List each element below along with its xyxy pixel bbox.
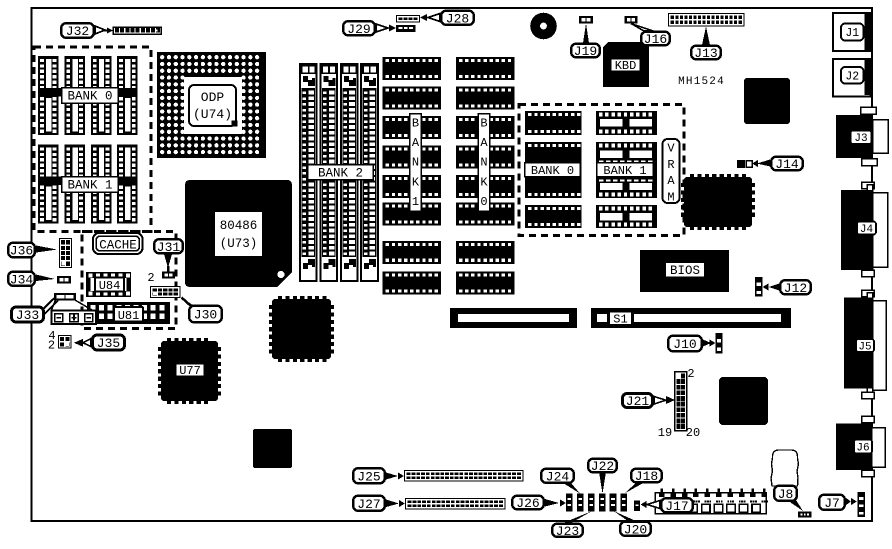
- svg-text:J17: J17: [665, 499, 688, 514]
- svg-text:J10: J10: [673, 337, 696, 352]
- svg-text:U84: U84: [99, 279, 121, 293]
- svg-text:J34: J34: [10, 272, 34, 287]
- svg-text:BANK 1: BANK 1: [67, 179, 112, 193]
- svg-text:(U73): (U73): [220, 237, 258, 251]
- svg-text:J31: J31: [157, 240, 181, 255]
- svg-text:MH1524: MH1524: [678, 76, 725, 88]
- svg-text:J3: J3: [854, 133, 867, 145]
- svg-text:S1: S1: [613, 313, 627, 327]
- svg-text:J6: J6: [856, 442, 869, 454]
- svg-text:J33: J33: [16, 308, 39, 323]
- svg-text:K: K: [412, 175, 420, 189]
- svg-text:J35: J35: [97, 336, 120, 351]
- svg-text:CACHE: CACHE: [99, 239, 137, 253]
- svg-text:J7: J7: [824, 496, 840, 511]
- svg-text:J20: J20: [624, 522, 647, 537]
- svg-text:2: 2: [147, 271, 154, 285]
- svg-text:19: 19: [658, 426, 672, 440]
- svg-text:2: 2: [48, 339, 55, 353]
- svg-text:J32: J32: [66, 24, 89, 39]
- svg-text:J16: J16: [644, 32, 667, 47]
- svg-text:0: 0: [480, 195, 487, 209]
- svg-text:J23: J23: [556, 524, 579, 539]
- svg-text:A: A: [667, 174, 675, 188]
- svg-text:KBD: KBD: [615, 59, 637, 73]
- svg-text:4: 4: [48, 329, 55, 343]
- svg-text:BIOS: BIOS: [670, 264, 700, 278]
- svg-text:J22: J22: [591, 459, 614, 474]
- svg-text:J28: J28: [446, 11, 469, 26]
- svg-text:J8: J8: [778, 487, 794, 502]
- svg-text:20: 20: [686, 426, 700, 440]
- svg-text:N: N: [412, 156, 419, 170]
- svg-text:BANK 0: BANK 0: [67, 90, 112, 104]
- svg-text:N: N: [480, 156, 487, 170]
- svg-text:J2: J2: [845, 70, 859, 83]
- svg-text:1: 1: [412, 195, 419, 209]
- svg-text:A: A: [412, 136, 420, 150]
- svg-text:A: A: [480, 136, 488, 150]
- svg-text:V: V: [667, 142, 675, 156]
- svg-text:R: R: [667, 158, 674, 172]
- svg-text:J36: J36: [10, 244, 33, 259]
- svg-text:J29: J29: [347, 22, 370, 37]
- svg-text:J13: J13: [694, 46, 717, 61]
- svg-text:B: B: [412, 117, 419, 131]
- svg-text:J1: J1: [845, 27, 859, 40]
- svg-text:J14: J14: [775, 157, 799, 172]
- svg-text:U81: U81: [118, 309, 140, 323]
- svg-text:(U74): (U74): [193, 107, 232, 122]
- svg-text:J30: J30: [194, 308, 217, 323]
- svg-text:U77: U77: [179, 364, 201, 378]
- svg-text:ODP: ODP: [201, 90, 225, 105]
- svg-text:J27: J27: [357, 497, 380, 512]
- svg-text:J18: J18: [635, 469, 658, 484]
- svg-text:J12: J12: [784, 281, 807, 296]
- svg-text:BANK 2: BANK 2: [318, 167, 363, 181]
- svg-text:M: M: [667, 190, 674, 204]
- svg-text:J26: J26: [516, 496, 539, 511]
- svg-text:BANK 0: BANK 0: [531, 164, 574, 178]
- svg-text:J5: J5: [858, 341, 871, 353]
- svg-text:J25: J25: [357, 469, 380, 484]
- svg-text:J21: J21: [626, 394, 650, 409]
- svg-text:K: K: [480, 175, 488, 189]
- svg-text:J19: J19: [574, 44, 597, 59]
- svg-text:BANK 1: BANK 1: [603, 164, 646, 178]
- svg-text:2: 2: [687, 367, 694, 381]
- svg-text:80486: 80486: [220, 219, 258, 233]
- svg-text:J24: J24: [546, 469, 570, 484]
- svg-text:B: B: [480, 117, 487, 131]
- svg-text:J4: J4: [860, 224, 874, 236]
